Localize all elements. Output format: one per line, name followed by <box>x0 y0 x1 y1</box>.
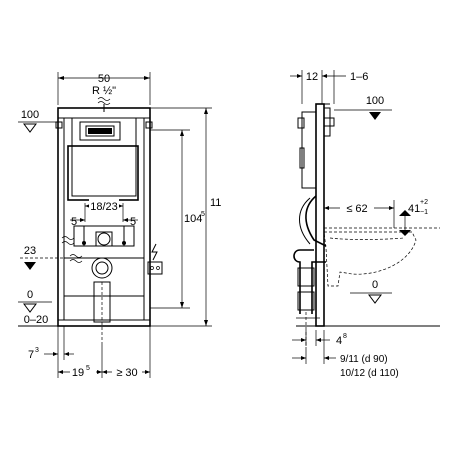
frame-height-label: 104 <box>184 213 202 225</box>
bowl-height-label: 41 <box>408 203 420 215</box>
drain-offset-label: 19 <box>72 367 84 379</box>
offset-left-label: 5 <box>71 216 77 228</box>
drain-pipe-90-label: 9/11 (d 90) <box>340 354 388 365</box>
drain-pipe-110-label: 10/12 (d 110) <box>340 368 399 379</box>
depth-top-label: 12 <box>306 71 318 83</box>
level-0-label: 0 <box>27 289 33 301</box>
bolt-spacing-label: 18/23 <box>90 201 118 213</box>
height-total-label: 11 <box>210 197 221 209</box>
width-label: 50 <box>98 73 110 85</box>
left-offset-sup: 3 <box>35 347 39 354</box>
left-offset-label: 7 <box>28 349 34 361</box>
level-100-label: 100 <box>21 109 39 121</box>
base-offset-label: 4 <box>336 335 342 347</box>
frame-height-sup: 5 <box>201 211 205 218</box>
bowl-height-tol-minus: −1 <box>420 209 428 216</box>
adjust-range-label: 1–6 <box>350 71 368 83</box>
side-level-0-label: 0 <box>372 279 378 291</box>
side-level-100-label: 100 <box>366 95 384 107</box>
connection-label: R ½" <box>92 85 116 97</box>
offset-right-label: 5 <box>130 216 136 228</box>
base-offset-sup: 8 <box>343 333 347 340</box>
floor-range-label: 0–20 <box>24 314 48 326</box>
side-view: 12 1–6 100 ≤ 62 41 +2 −1 <box>290 69 440 379</box>
level-23-label: 23 <box>24 245 36 257</box>
bowl-projection-label: ≤ 62 <box>346 203 367 215</box>
drain-offset-sup: 5 <box>86 365 90 372</box>
min-spacing-label: ≥ 30 <box>116 367 137 379</box>
front-view: 50 R ½" 18/23 5 5 <box>18 72 221 379</box>
bowl-height-tol-plus: +2 <box>420 199 428 206</box>
